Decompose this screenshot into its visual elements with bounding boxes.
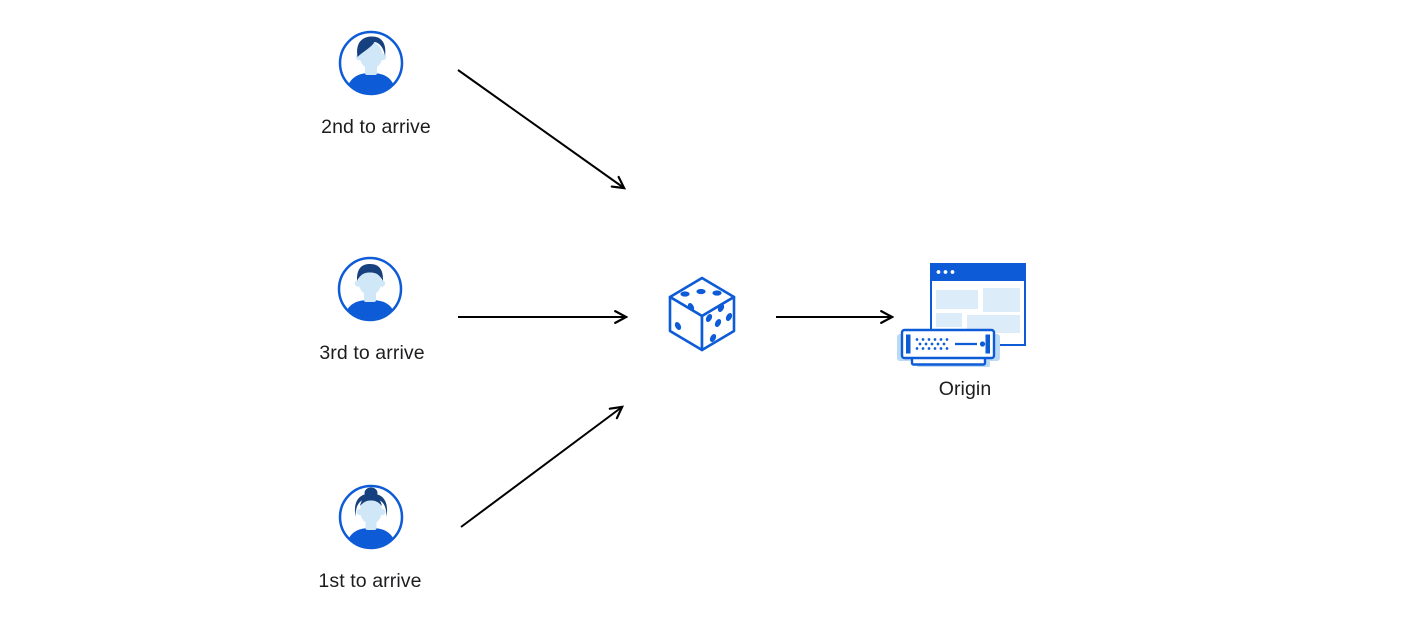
arrow-client-1st-to-dice [460,407,622,528]
dice-pip [712,290,722,296]
origin-label: Origin [938,378,992,400]
browser-content-block [936,290,978,309]
dice-pip [674,321,682,331]
woman-avatar-icon [338,484,404,550]
browser-content-block [936,313,962,327]
dice-pip [705,313,713,323]
browser-content-block [967,315,1020,333]
avatar-hair [357,264,383,281]
client-label-3rd: 3rd to arrive [319,342,425,364]
dice-pip [680,291,690,297]
server-left-cap [906,334,911,354]
man-avatar-icon [337,256,403,322]
avatar-face [358,269,382,295]
dice-pip [696,288,706,295]
browser-dot [950,270,955,274]
client-label-1st: 1st to arrive [318,570,422,592]
arrow-client-2nd-to-dice [457,69,624,188]
client-node-3rd [337,256,403,322]
browser-dot [936,270,941,274]
browser-content-block [983,288,1020,312]
dice-node [668,276,736,352]
client-label-2nd: 2nd to arrive [321,116,431,138]
dice-pip [717,303,725,313]
browser-titlebar [930,263,1026,281]
client-node-2nd [338,30,404,96]
avatar-hair [357,36,386,57]
dice-pip [725,312,733,322]
avatar-hair-fringe [360,496,382,506]
origin-server-browser-icon [897,263,1026,367]
avatar-face [360,498,382,524]
browser-dot [943,270,948,274]
origin-node [888,261,1027,369]
server-indicator-dot [979,341,986,347]
dice-pip [714,318,722,328]
dice-icon [668,276,736,352]
dice-pip [709,333,717,343]
dice-pip [687,302,695,312]
server-box [900,328,996,360]
client-node-1st [338,484,404,550]
man-avatar-icon [338,30,404,96]
server-vents [915,338,949,350]
server-right-cap [985,334,990,354]
